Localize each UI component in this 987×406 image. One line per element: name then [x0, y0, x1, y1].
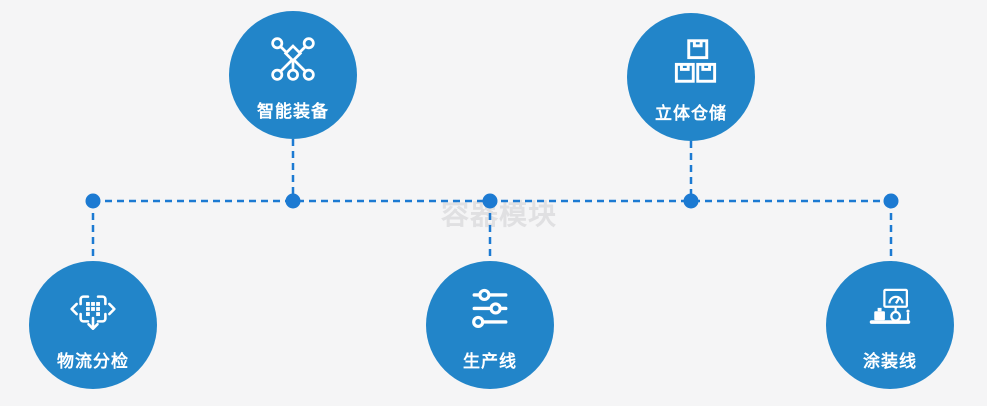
connector-dot [482, 193, 498, 209]
node-smart-equipment: 智能装备 [229, 11, 357, 139]
node-logistics-sorting: 物流分检 [29, 261, 157, 389]
connector-dot [883, 193, 899, 209]
sliders-icon [463, 282, 517, 336]
node-label: 物流分检 [57, 352, 129, 371]
watermark-text: 容器模块 [441, 199, 558, 230]
sort-dispatch-icon [66, 282, 120, 336]
node-coating-line: 涂装线 [826, 261, 954, 389]
node-label: 智能装备 [257, 102, 329, 121]
network-nodes-icon [266, 32, 320, 86]
coating-machine-icon [863, 282, 917, 336]
node-label: 涂装线 [863, 352, 917, 371]
connector-dot [285, 193, 301, 209]
node-label: 立体仓储 [655, 104, 727, 123]
node-label: 生产线 [463, 352, 517, 371]
node-warehouse: 立体仓储 [627, 13, 755, 141]
connector-dot [683, 193, 699, 209]
connector-dot [85, 193, 101, 209]
stacked-boxes-icon [664, 34, 718, 88]
node-production-line: 生产线 [426, 261, 554, 389]
